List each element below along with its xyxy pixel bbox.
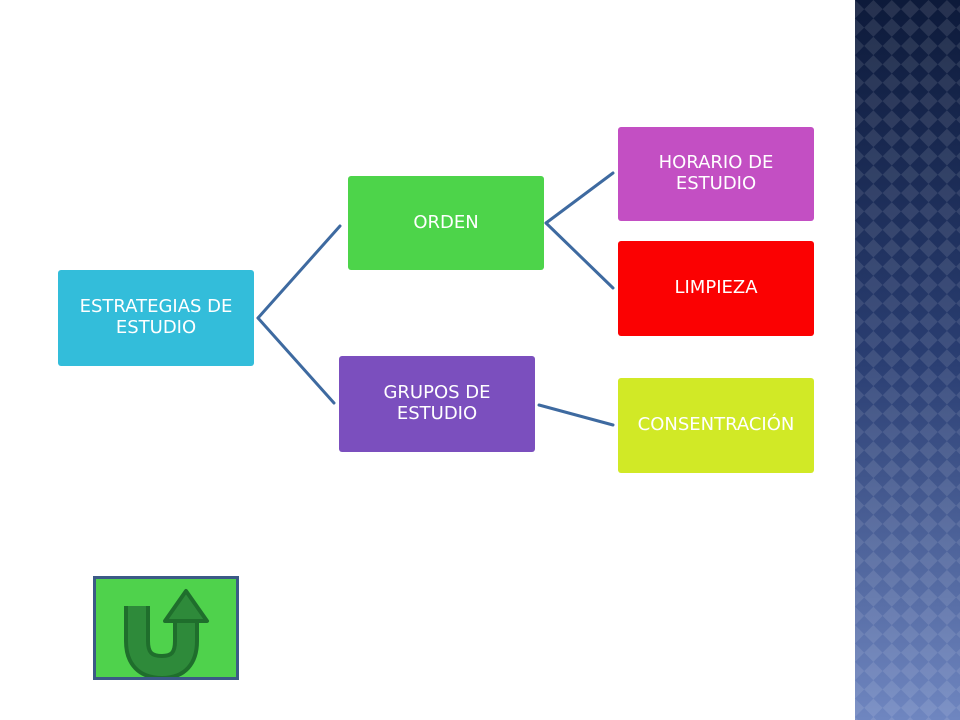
root-node: ESTRATEGIAS DE ESTUDIO — [58, 270, 254, 366]
diagram-connectors — [256, 171, 615, 427]
connector-root-to-orden — [256, 224, 342, 320]
branch-node-orden: ORDEN — [348, 176, 544, 270]
leaf-node-horario-label: HORARIO DE ESTUDIO — [658, 152, 774, 194]
decorative-side-band — [855, 0, 960, 720]
leaf-node-limpieza: LIMPIEZA — [618, 241, 814, 336]
u-turn-up-arrow-icon — [124, 589, 209, 680]
leaf-node-limpieza-label: LIMPIEZA — [674, 277, 758, 299]
back-button[interactable] — [93, 576, 239, 680]
branch-node-grupos-label: GRUPOS DE ESTUDIO — [383, 382, 491, 424]
connector-grupos-to-consentracion — [537, 403, 615, 427]
leaf-node-consentracion-label: CONSENTRACIÓN — [637, 414, 795, 436]
branch-node-orden-label: ORDEN — [413, 211, 479, 233]
leaf-node-horario: HORARIO DE ESTUDIO — [618, 127, 814, 221]
branch-node-grupos: GRUPOS DE ESTUDIO — [339, 356, 535, 452]
connector-orden-to-horario — [544, 171, 615, 225]
leaf-node-consentracion: CONSENTRACIÓN — [618, 378, 814, 473]
connector-root-to-grupos — [256, 316, 336, 405]
root-node-label: ESTRATEGIAS DE ESTUDIO — [79, 296, 233, 338]
connector-orden-to-limpieza — [544, 221, 615, 290]
checker-pattern — [855, 0, 960, 720]
